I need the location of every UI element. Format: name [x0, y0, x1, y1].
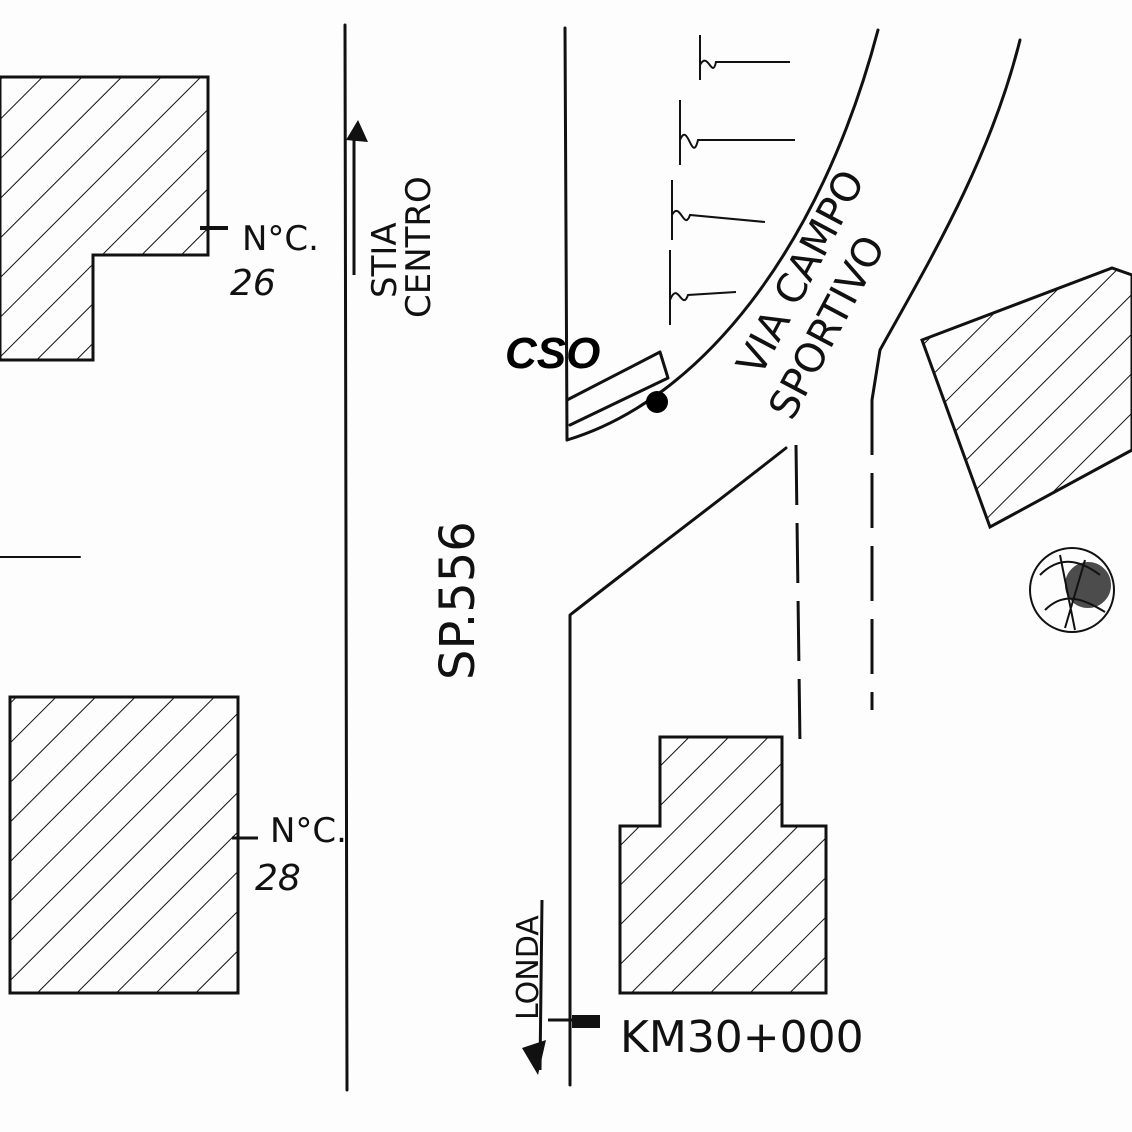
cso-structure [565, 350, 670, 427]
vegetation-marks [669, 35, 795, 325]
building-28 [8, 695, 240, 995]
road-sp556-west-edge [343, 23, 349, 1092]
direction-north-label: STIA [365, 222, 405, 298]
road-sp556-east-edge-north [563, 26, 569, 442]
via-campo-sportivo-east-edge [870, 38, 1022, 402]
house-26-prefix: N°C. [242, 219, 319, 259]
direction-south-label: LONDA [511, 915, 546, 1020]
house-28-number: 28 [255, 858, 301, 899]
building-south [618, 735, 828, 995]
road-sp556-east-edge-south [568, 446, 788, 1087]
road-sp556-label: SP.556 [430, 521, 486, 680]
building-east [920, 266, 1132, 530]
tree-icon [1029, 547, 1115, 633]
house-26-number: 26 [230, 263, 276, 304]
kilometer-label: KM30+000 [620, 1012, 864, 1063]
dashed-line-west [794, 444, 802, 746]
arrow-up-icon [346, 120, 368, 275]
direction-north-sub-label: CENTRO [399, 176, 439, 318]
cso-point [646, 391, 668, 413]
house-28-prefix: N°C. [270, 811, 347, 851]
cso-label: CSO [505, 329, 600, 378]
building-26 [0, 75, 210, 362]
arrow-down-icon [522, 899, 546, 1075]
via-campo-sportivo-west-edge [565, 28, 880, 442]
